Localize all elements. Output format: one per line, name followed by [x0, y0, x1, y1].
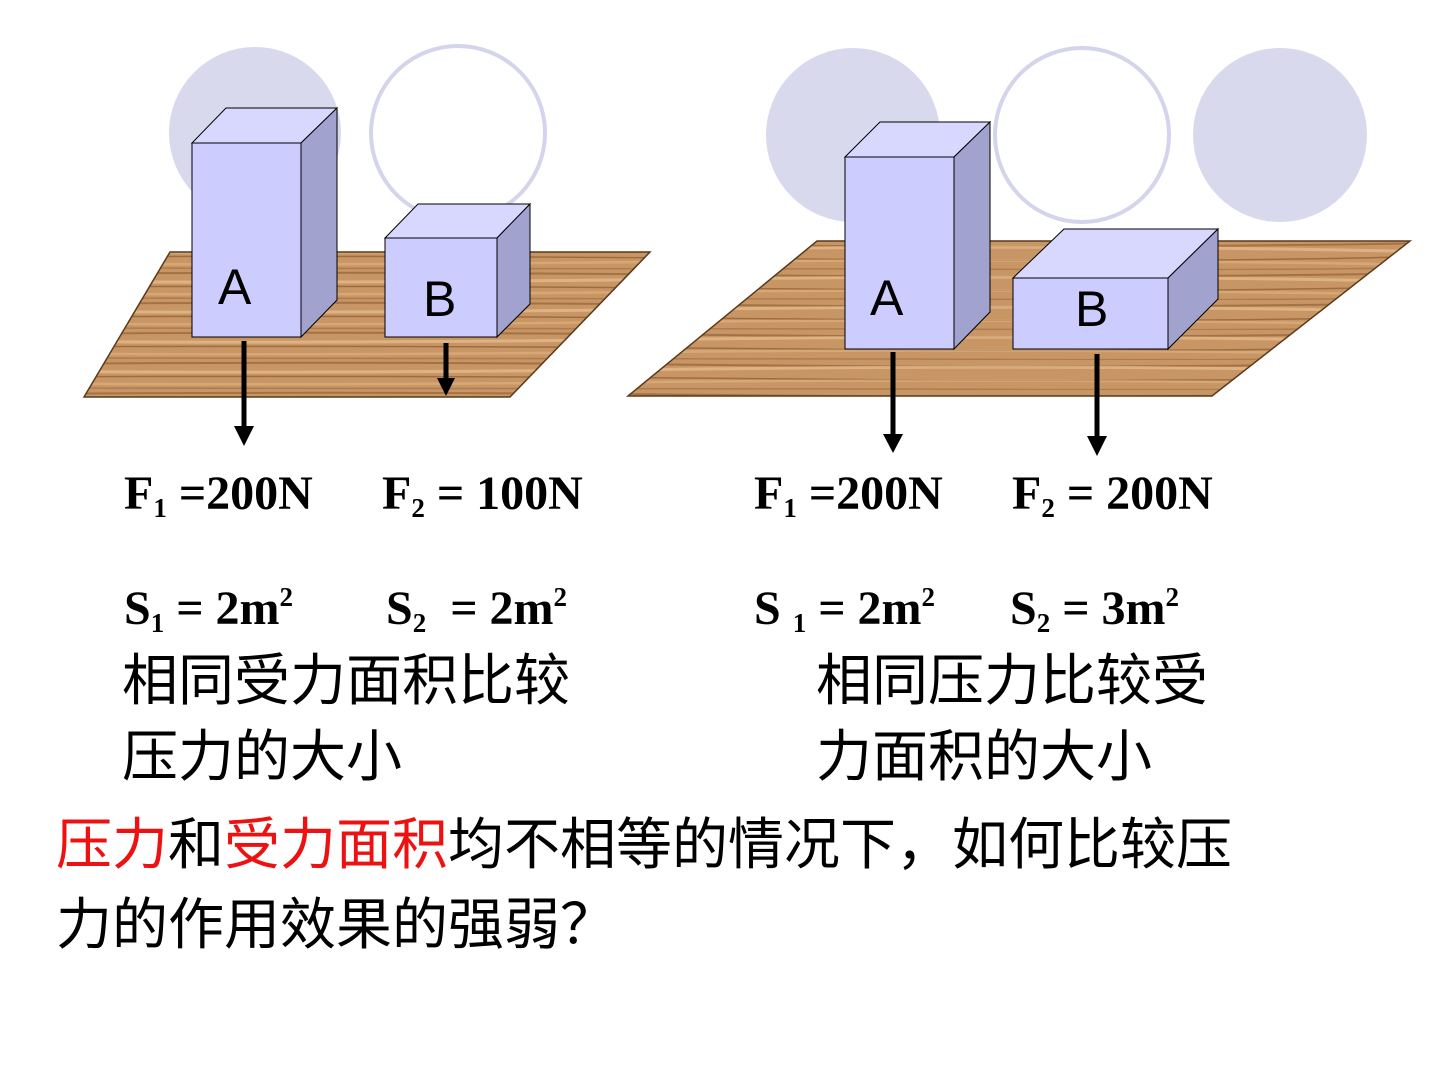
decor-circle-5: [1193, 48, 1367, 222]
decor-circle-2: [369, 44, 547, 222]
left-block-a: A: [190, 106, 339, 339]
question-line2: 力的作用效果的强弱？: [56, 893, 616, 958]
question-highlight-pressure: 压力: [56, 813, 168, 878]
left-block-a-label: A: [218, 259, 252, 315]
right-block-b-label: B: [1075, 281, 1108, 337]
decor-circle-4: [993, 46, 1171, 224]
left-caption-line1: 相同受力面积比较: [122, 649, 570, 714]
right-block-a: A: [843, 120, 992, 351]
left-force-arrow-a: [234, 341, 254, 446]
left-s1: S1 = 2m2: [124, 582, 294, 638]
right-force-arrow-a: [883, 352, 903, 453]
right-s1: S 1 = 2m2: [754, 582, 936, 638]
right-caption-line2: 力面积的大小: [816, 725, 1152, 790]
left-block-b-label: B: [423, 271, 456, 327]
left-caption-line2: 压力的大小: [122, 725, 402, 790]
left-wood-board: [82, 251, 652, 398]
left-force-arrow-b: [437, 343, 455, 396]
right-s2: S2 = 3m2: [1010, 582, 1180, 638]
left-s2: S2 = 2m2: [386, 582, 568, 638]
right-f2: F2 = 200N: [1012, 467, 1213, 523]
left-f1: F1 =200N: [124, 467, 313, 523]
right-f1: F1 =200N: [754, 467, 943, 523]
right-block-a-label: A: [870, 270, 904, 326]
question-line1: 压力和受力面积均不相等的情况下，如何比较压: [56, 813, 1232, 878]
right-caption-line1: 相同压力比较受: [816, 649, 1208, 714]
right-force-arrow-b: [1087, 354, 1107, 456]
left-block-b: B: [383, 202, 532, 339]
question-highlight-area: 受力面积: [224, 813, 448, 878]
left-f2: F2 = 100N: [382, 467, 583, 523]
right-block-b: B: [1011, 227, 1220, 351]
